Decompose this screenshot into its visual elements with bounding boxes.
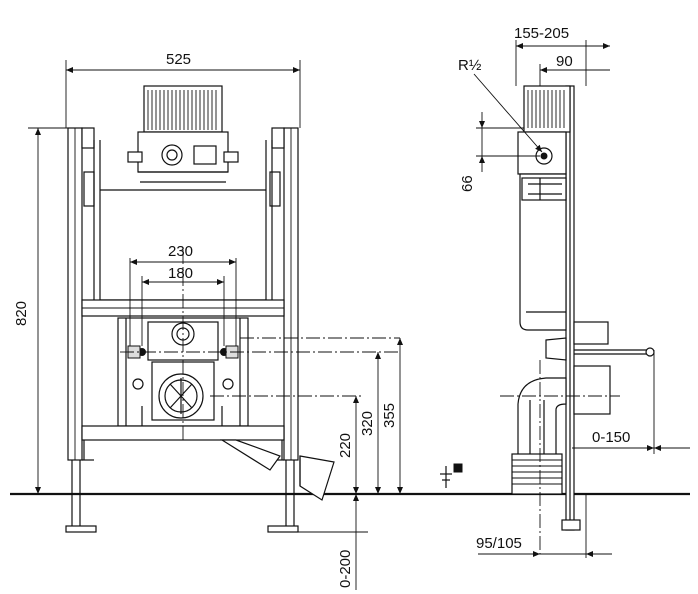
dim-frame-height: 820 xyxy=(13,301,30,326)
side-drain-pipe xyxy=(511,365,611,495)
dim-depth-95-105: 95/105 xyxy=(476,535,522,552)
side-view xyxy=(500,85,655,554)
front-view xyxy=(10,85,690,533)
flush-valve-housing xyxy=(127,85,239,183)
side-bracket xyxy=(545,321,655,361)
dim-offset-range: 0-150 xyxy=(592,429,630,446)
side-cistern xyxy=(519,173,567,331)
dim-height-320: 320 xyxy=(359,411,376,436)
dim-height-66: 66 xyxy=(459,175,476,192)
dim-adjust-range: 0-200 xyxy=(337,550,354,588)
side-dimensions: 155-205 90 R½ 66 0-150 95/105 xyxy=(458,25,690,558)
front-dimensions: 525 820 230 180 220 320 355 0-200 xyxy=(13,51,403,590)
frame-post-right xyxy=(267,127,299,533)
label-thread-size: R½ xyxy=(458,57,482,74)
dim-depth-90: 90 xyxy=(556,53,573,70)
dim-outer-spacing: 230 xyxy=(168,243,193,260)
dim-height-355: 355 xyxy=(381,403,398,428)
dim-wall-distance: 155-205 xyxy=(514,25,569,42)
floor-level-icon xyxy=(440,463,463,488)
drain-elbow xyxy=(219,439,335,501)
frame-post-left xyxy=(65,127,97,533)
dim-frame-width: 525 xyxy=(166,51,191,68)
side-flush-housing xyxy=(517,85,571,175)
dim-height-220: 220 xyxy=(337,433,354,458)
dim-inner-spacing: 180 xyxy=(168,265,193,282)
